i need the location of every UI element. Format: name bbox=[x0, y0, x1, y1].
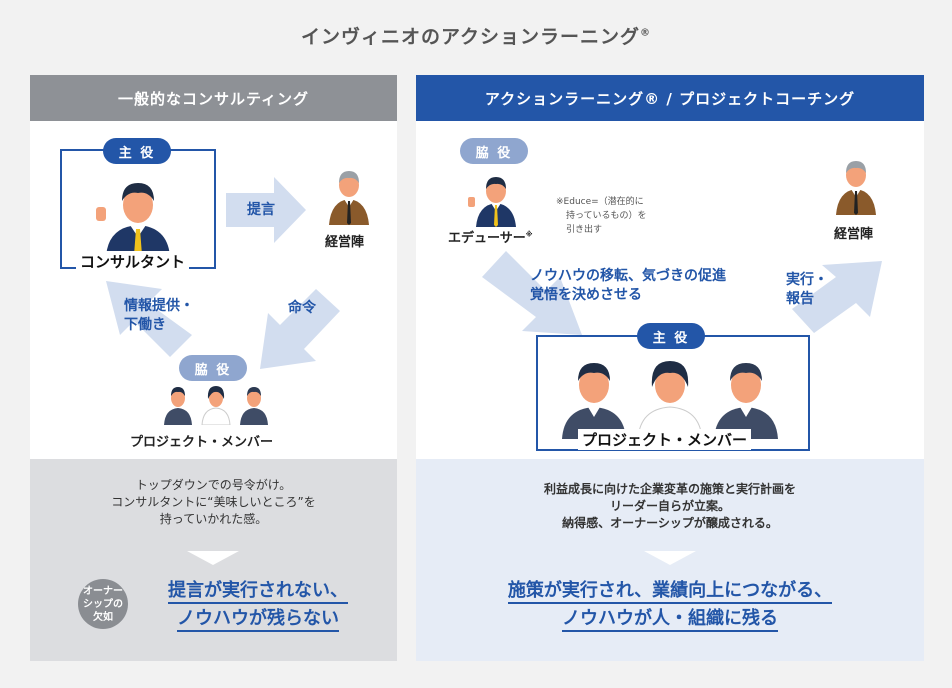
transfer-label: ノウハウの移転、気づきの促進覚悟を決めさせる bbox=[530, 268, 726, 303]
right-lead-badge: 主 役 bbox=[637, 323, 705, 349]
right-members-figure-icon bbox=[562, 361, 778, 439]
right-description: 利益成長に向けた企業変革の施策と実行計画をリーダー自らが立案。納得感、オーナーシ… bbox=[543, 482, 796, 530]
right-result: 施策が実行され、業績向上につながる、 ノウハウが人・組織に残る bbox=[416, 577, 924, 633]
report-label: 実行・報告 bbox=[786, 272, 828, 307]
propose-label: 提言 bbox=[247, 202, 275, 218]
educe-note: ※Educe=（潜在的に持っているもの）を引き出す bbox=[556, 197, 647, 235]
left-description: トップダウンでの号令がけ。コンサルタントに“美味しいところ”を持っていかれた感。 bbox=[111, 478, 316, 526]
left-header: 一般的なコンサルティング bbox=[30, 75, 397, 121]
right-summary: 利益成長に向けた企業変革の施策と実行計画をリーダー自らが立案。納得感、オーナーシ… bbox=[416, 459, 924, 661]
sub-badge: 脇 役 bbox=[179, 355, 247, 381]
consultant-figure-icon bbox=[96, 183, 170, 257]
left-result: 提言が実行されない、 ノウハウが残らない bbox=[138, 577, 378, 633]
propose-arrow-icon bbox=[226, 177, 306, 243]
consultant-label: コンサルタント bbox=[76, 251, 190, 272]
members-figure-icon bbox=[164, 386, 268, 425]
right-diagram: 脇 役 エデューサー※ ※Educe=（潜在的に持っているもの）を引き出す ノウ… bbox=[416, 121, 924, 459]
right-sub-badge: 脇 役 bbox=[460, 138, 528, 164]
executive-figure-icon bbox=[329, 171, 369, 225]
right-header: アクションラーニング® / プロジェクトコーチング bbox=[416, 75, 924, 121]
transfer-arrow-icon bbox=[482, 251, 582, 335]
ownership-lack-badge: オーナーシップの欠如 bbox=[78, 579, 128, 629]
order-label: 命令 bbox=[288, 300, 316, 316]
right-members-label: プロジェクト・メンバー bbox=[578, 429, 752, 450]
executive-label: 経営陣 bbox=[325, 235, 365, 250]
action-learning-panel: アクションラーニング® / プロジェクトコーチング 脇 役 エデューサー※ ※E… bbox=[416, 75, 924, 661]
info-arrow-icon bbox=[106, 281, 192, 357]
conventional-consulting-panel: 一般的なコンサルティング 主 役 コンサルタント 提言 経営陣 bbox=[30, 75, 397, 661]
info-label: 情報提供・下働き bbox=[124, 298, 194, 333]
right-executive-label: 経営陣 bbox=[834, 227, 874, 242]
order-arrow-icon bbox=[260, 289, 340, 369]
left-down-chevron-icon bbox=[187, 551, 239, 565]
right-down-chevron-icon bbox=[644, 551, 696, 565]
left-summary: トップダウンでの号令がけ。コンサルタントに“美味しいところ”を持っていかれた感。… bbox=[30, 459, 397, 661]
right-executive-figure-icon bbox=[836, 161, 876, 215]
report-arrow-icon bbox=[792, 261, 882, 333]
left-diagram: 主 役 コンサルタント 提言 経営陣 命令 bbox=[30, 121, 397, 459]
page-title: インヴィニオのアクションラーニング® bbox=[300, 26, 652, 48]
educer-figure-icon bbox=[468, 177, 516, 227]
members-label: プロジェクト・メンバー bbox=[130, 435, 274, 450]
lead-badge: 主 役 bbox=[103, 138, 171, 164]
educer-label: エデューサー※ bbox=[448, 230, 533, 246]
